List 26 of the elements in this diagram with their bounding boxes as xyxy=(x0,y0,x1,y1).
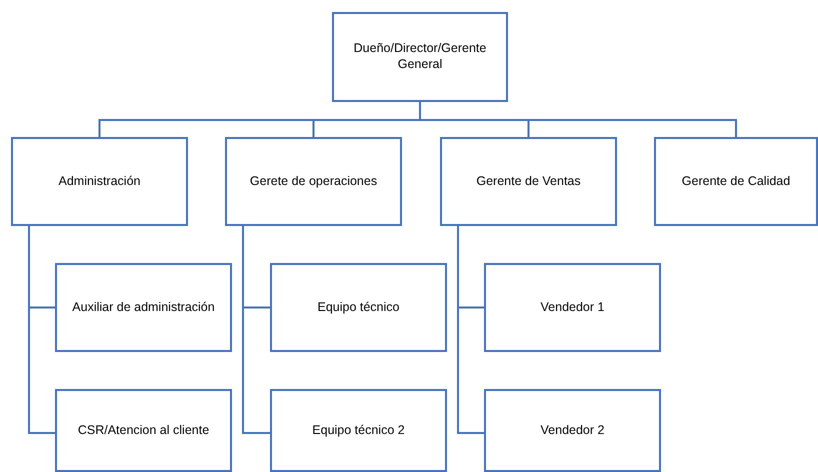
role-title: Equipo técnico 2 xyxy=(312,422,405,438)
org-box xyxy=(225,137,402,226)
org-box xyxy=(55,389,232,472)
org-box xyxy=(11,137,188,226)
role-title: Gerente de Ventas xyxy=(476,174,581,190)
role-title: Equipo técnico xyxy=(317,300,400,316)
role-title: Gerente de Calidad xyxy=(682,174,790,190)
connector-line xyxy=(419,102,737,137)
connector-line xyxy=(457,226,484,434)
role-title: Auxiliar de administración xyxy=(72,300,215,316)
connector-line xyxy=(28,226,55,434)
role-title: Vendedor 2 xyxy=(540,422,604,438)
org-box xyxy=(270,263,447,352)
role-title: CSR/Atencion al cliente xyxy=(78,422,210,438)
role-title: Vendedor 1 xyxy=(540,300,604,316)
org-box xyxy=(484,389,661,472)
connector-line xyxy=(242,226,270,434)
role-title: Administración xyxy=(58,174,140,190)
org-box xyxy=(270,389,447,472)
role-title: Gerete de operaciones xyxy=(250,174,378,190)
org-box xyxy=(484,263,661,352)
role-title: Dueño/Director/Gerente General xyxy=(352,41,488,73)
org-box xyxy=(654,137,818,226)
org-box xyxy=(332,12,508,102)
org-box xyxy=(55,263,232,352)
org-box xyxy=(440,137,617,226)
